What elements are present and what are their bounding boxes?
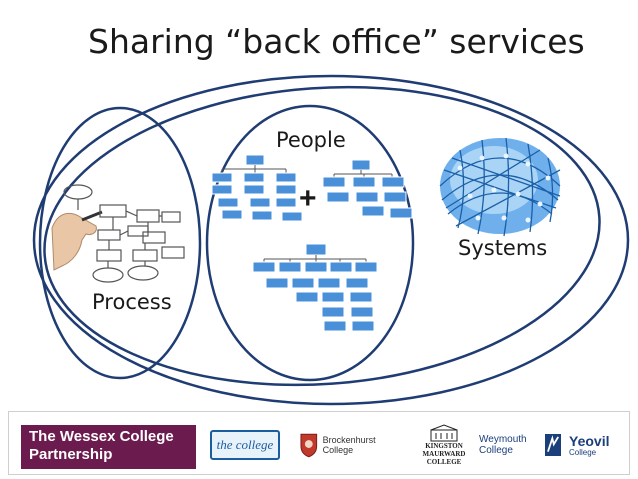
the-college-text: the college — [210, 430, 280, 460]
plus-sign: + — [299, 182, 317, 215]
outer-ellipse-inner — [43, 85, 601, 387]
systems-label: Systems — [458, 236, 548, 260]
wave-icon — [544, 433, 561, 457]
page-title: Sharing “back office” services — [88, 22, 585, 61]
people-label: People — [276, 128, 346, 152]
brockenhurst-text: Brockenhurst College — [322, 435, 376, 455]
yeovil-sub-text: College — [569, 447, 597, 457]
the-college-logo: the college — [209, 422, 281, 468]
yeovil-text: Yeovil — [569, 432, 610, 449]
crest-icon — [300, 433, 318, 458]
process-ellipse — [38, 106, 202, 380]
kingston-maurward-text: KINGSTON MAURWARD COLLEGE — [422, 442, 466, 466]
brockenhurst-logo: Brockenhurst College — [299, 422, 407, 468]
weymouth-logo: Weymouth College — [479, 422, 561, 468]
partnership-title: The Wessex College Partnership — [29, 428, 174, 463]
process-label: Process — [92, 290, 172, 314]
people-ellipse — [205, 104, 415, 382]
building-icon — [430, 424, 458, 442]
partnership-title-box: The Wessex College Partnership — [21, 425, 196, 469]
kingston-maurward-logo: KINGSTON MAURWARD COLLEGE — [419, 422, 469, 468]
org-chart-icon — [211, 154, 413, 332]
weymouth-text: Weymouth College — [479, 434, 527, 456]
globe-network-icon — [439, 137, 561, 237]
yeovil-logo: Yeovil College — [569, 422, 625, 468]
flowchart-hand-image — [51, 184, 185, 283]
partner-banner: The Wessex College Partnership the colle… — [8, 411, 630, 475]
outer-ellipse — [32, 74, 630, 406]
